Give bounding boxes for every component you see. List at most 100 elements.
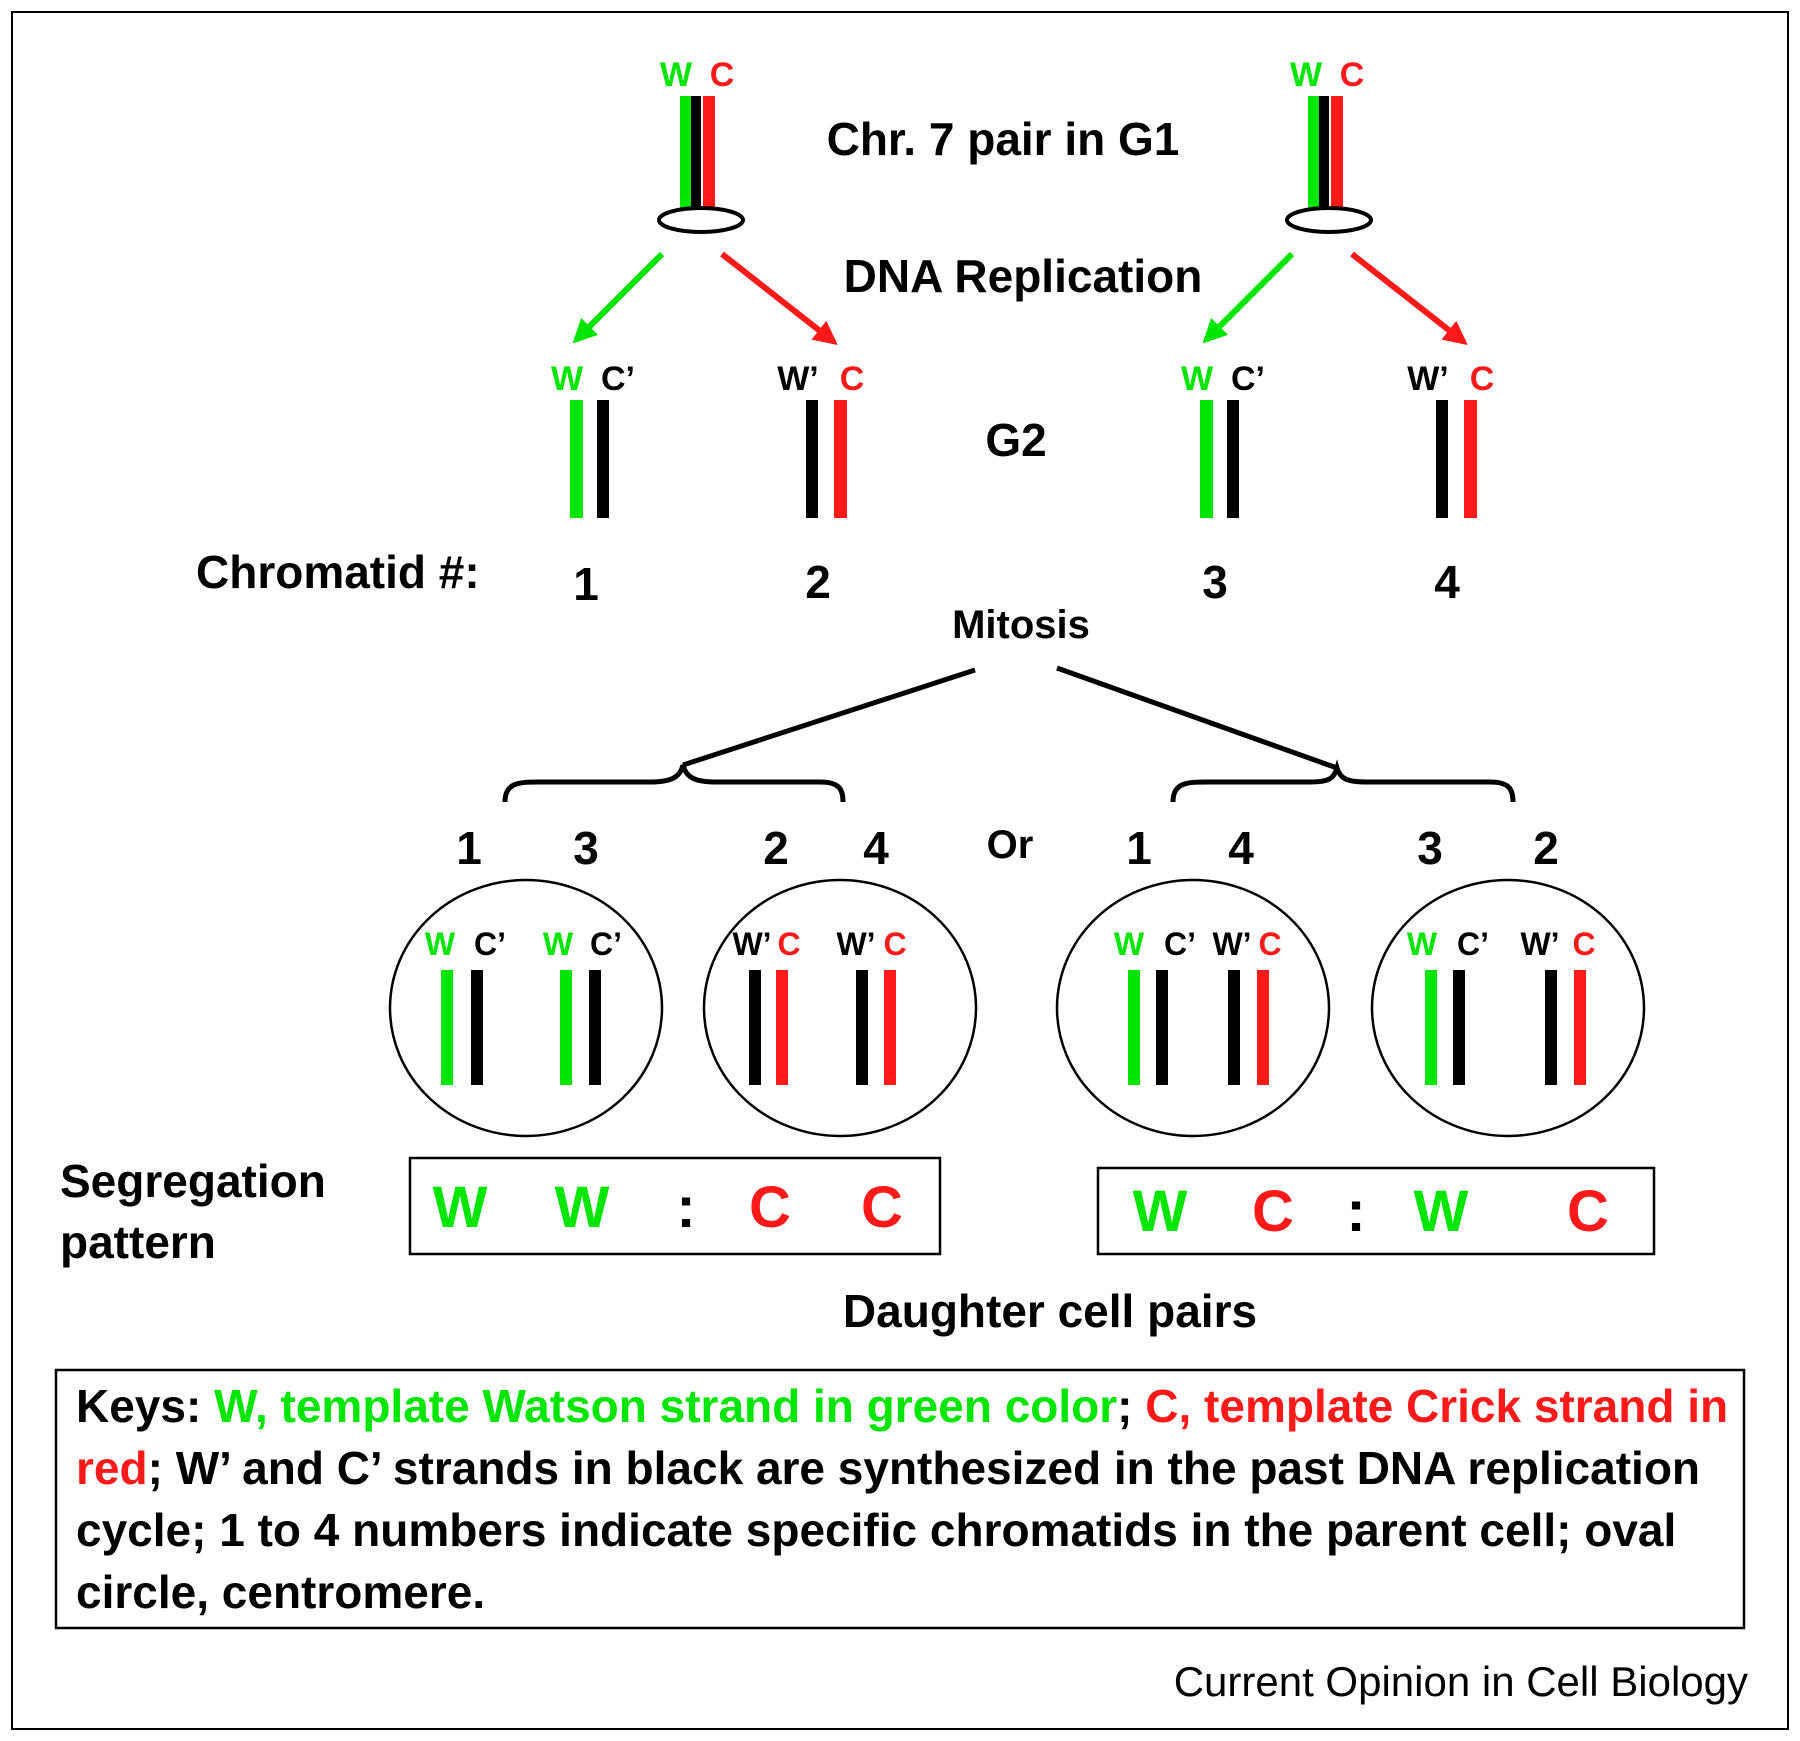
daughter-cell-1: W C’ W C’: [388, 878, 664, 1138]
segregation-label-line2: pattern: [60, 1216, 216, 1268]
chromatid-2-w-label: W’: [777, 360, 819, 398]
chromatid-1-w-label: W: [551, 360, 584, 398]
cell-1-strand-w1: [441, 970, 453, 1085]
cell-3-strand-w2: [1228, 970, 1240, 1085]
right-number-3: 3: [1417, 822, 1443, 874]
right-pattern-colon: :: [1346, 1179, 1365, 1244]
g2-chromatid-1: W C’: [551, 360, 635, 518]
brace-left: [502, 764, 846, 803]
chromatid-3-c-label: C’: [1231, 360, 1265, 398]
chromatid-4-w-label: W’: [1407, 360, 1449, 398]
cell-1-label-c1: C’: [474, 926, 506, 962]
cell-2-label-w2: W’: [836, 926, 875, 962]
left-number-4: 4: [863, 822, 889, 874]
g1-title: Chr. 7 pair in G1: [827, 113, 1180, 165]
cell-3-strand-c2: [1257, 970, 1269, 1085]
daughter-cell-3: W C’ W’ C: [1055, 878, 1331, 1138]
cell-2-strand-w1: [749, 970, 761, 1085]
cell-4-strand-c2: [1574, 970, 1586, 1085]
right-pattern-c2: C: [1567, 1179, 1609, 1244]
keys-prefix: Keys:: [76, 1380, 215, 1432]
cell-2-membrane: [702, 878, 978, 1138]
cell-4-label-c1: C’: [1457, 926, 1489, 962]
cell-1-membrane: [388, 878, 664, 1138]
g1-left-w-label: W: [660, 56, 693, 94]
cell-3-strand-c1: [1156, 970, 1168, 1085]
g1-right-w-label: W: [1290, 56, 1323, 94]
cell-4-strand-w2: [1545, 970, 1557, 1085]
chromatid-number-1: 1: [573, 558, 599, 610]
cell-1-strand-c2: [589, 970, 601, 1085]
cell-2-strand-c2: [884, 970, 896, 1085]
chromatid-3-w-label: W: [1181, 360, 1214, 398]
right-number-2: 2: [1533, 822, 1559, 874]
chromatid-number-2: 2: [805, 556, 831, 608]
chromatid-3-crick-strand: [1227, 400, 1239, 518]
cell-1-label-c2: C’: [590, 926, 622, 962]
brace-right: [1170, 759, 1516, 803]
g1-left-centromere: [657, 206, 745, 234]
left-number-2: 2: [763, 822, 789, 874]
left-pattern-box: [408, 1156, 942, 1256]
left-number-3: 3: [573, 822, 599, 874]
segregation-label-line1: Segregation: [60, 1155, 326, 1207]
right-pattern-c1: C: [1252, 1179, 1294, 1244]
chromatid-3-watson-strand: [1200, 400, 1213, 518]
mitosis-branch-right: [1056, 665, 1338, 771]
keys-box: [54, 1368, 1746, 1630]
g1-left-watson-strand: [680, 96, 691, 216]
left-pattern-c1: C: [749, 1175, 791, 1240]
mitosis-title: Mitosis: [952, 603, 1090, 647]
arrow-green-right: [1202, 251, 1295, 344]
chromatid-4-c-label: C: [1470, 360, 1495, 398]
chromatid-2-c-label: C: [840, 360, 865, 398]
g1-chromosome-right: W C: [1285, 56, 1373, 234]
chromatid-number-4: 4: [1434, 556, 1460, 608]
cell-1-strand-w2: [560, 970, 572, 1085]
g1-left-crick-strand: [703, 96, 715, 216]
journal-credit: Current Opinion in Cell Biology: [1173, 1658, 1748, 1705]
chromatid-heading: Chromatid #:: [196, 546, 480, 598]
cell-3-strand-w1: [1128, 970, 1140, 1085]
chromatid-1-c-label: C’: [601, 360, 635, 398]
cell-4-label-c2: C: [1572, 926, 1595, 962]
arrow-red-left: [720, 251, 838, 345]
g1-right-black-gap: [1319, 96, 1329, 216]
keys-rest: ; W’ and C’ strands in black are synthes…: [76, 1442, 1701, 1618]
mitosis-branch-left: [682, 667, 976, 768]
chromatid-2-watson-strand: [806, 400, 818, 518]
chromatid-1-crick-strand: [597, 400, 609, 518]
daughter-cell-2: W’ C W’ C: [702, 878, 978, 1138]
right-pattern-w1: W: [1133, 1179, 1188, 1244]
chromatid-2-crick-strand: [834, 400, 847, 518]
figure-frame: [11, 11, 1789, 1730]
left-pattern-w1: W: [433, 1175, 488, 1240]
g1-right-watson-strand: [1308, 96, 1319, 216]
cell-2-label-c1: C: [777, 926, 800, 962]
cell-3-label-c2: C: [1258, 926, 1281, 962]
left-number-1: 1: [456, 822, 482, 874]
cell-4-label-w2: W’: [1520, 926, 1559, 962]
cell-1-label-w1: W: [425, 926, 456, 962]
arrow-red-right: [1350, 251, 1468, 345]
arrow-green-left: [572, 251, 665, 344]
cell-4-strand-w1: [1425, 970, 1437, 1085]
cell-3-membrane: [1055, 878, 1331, 1138]
cell-2-strand-w2: [856, 970, 868, 1085]
right-number-4: 4: [1228, 822, 1254, 874]
keys-separator: ;: [1117, 1380, 1146, 1432]
right-pattern-w2: W: [1414, 1179, 1469, 1244]
right-number-1: 1: [1126, 822, 1152, 874]
g2-chromatid-2: W’ C: [777, 360, 864, 518]
g1-chromosome-left: W C: [657, 56, 745, 234]
chromatid-1-watson-strand: [570, 400, 583, 518]
cell-4-membrane: [1370, 878, 1646, 1138]
replication-title: DNA Replication: [844, 250, 1203, 302]
left-pattern-c2: C: [861, 1175, 903, 1240]
chromatid-4-crick-strand: [1464, 400, 1477, 518]
or-label: Or: [987, 823, 1034, 867]
keys-text: Keys: W, template Watson strand in green…: [76, 1375, 1746, 1623]
chromatid-number-3: 3: [1202, 556, 1228, 608]
cell-3-label-w1: W: [1114, 926, 1145, 962]
